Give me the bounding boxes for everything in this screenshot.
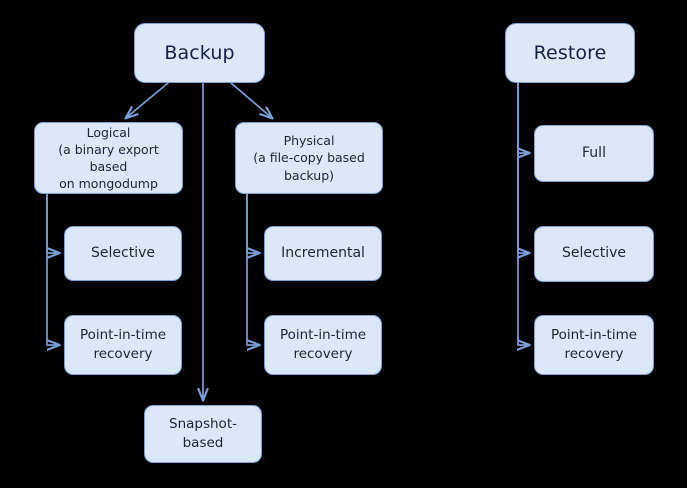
edge-restore-to-selective [518, 82, 529, 253]
node-backup[interactable]: Backup [134, 23, 265, 83]
edge-logical-to-pitr [46, 193, 59, 345]
edge-backup-to-physical [230, 82, 272, 118]
node-snapshot-based[interactable]: Snapshot- based [144, 405, 262, 463]
node-restore-full[interactable]: Full [534, 125, 654, 182]
node-restore[interactable]: Restore [505, 23, 635, 83]
node-logical-selective[interactable]: Selective [64, 226, 182, 281]
node-logical-point-in-time-recovery[interactable]: Point-in-time recovery [64, 315, 182, 375]
node-physical-label: Physical (a file-copy based backup) [253, 133, 365, 183]
node-restore-selective-label: Selective [562, 245, 626, 262]
node-physical-point-in-time-recovery[interactable]: Point-in-time recovery [264, 315, 382, 375]
node-physical-incremental[interactable]: Incremental [264, 226, 382, 281]
node-physical[interactable]: Physical (a file-copy based backup) [235, 122, 383, 194]
node-physical-point-in-time-recovery-label: Point-in-time recovery [279, 327, 367, 362]
node-restore-point-in-time-recovery[interactable]: Point-in-time recovery [534, 315, 654, 375]
node-logical-point-in-time-recovery-label: Point-in-time recovery [79, 327, 167, 362]
node-snapshot-based-label: Snapshot- based [169, 416, 237, 451]
node-restore-label: Restore [533, 41, 607, 64]
edge-physical-to-incremental [246, 193, 259, 253]
node-logical-selective-label: Selective [91, 244, 155, 261]
edge-restore-to-full [518, 82, 529, 153]
edge-logical-to-selective [46, 193, 59, 253]
node-restore-point-in-time-recovery-label: Point-in-time recovery [550, 327, 638, 362]
edge-backup-to-logical [126, 82, 169, 118]
edge-restore-to-pitr [518, 82, 529, 345]
edge-physical-to-pitr [246, 193, 259, 345]
node-physical-incremental-label: Incremental [281, 244, 365, 261]
node-restore-full-label: Full [582, 144, 606, 161]
node-logical-label: Logical (a binary export based on mongod… [58, 124, 159, 192]
node-restore-selective[interactable]: Selective [534, 226, 654, 282]
node-logical[interactable]: Logical (a binary export based on mongod… [34, 122, 183, 194]
node-backup-label: Backup [164, 41, 235, 64]
